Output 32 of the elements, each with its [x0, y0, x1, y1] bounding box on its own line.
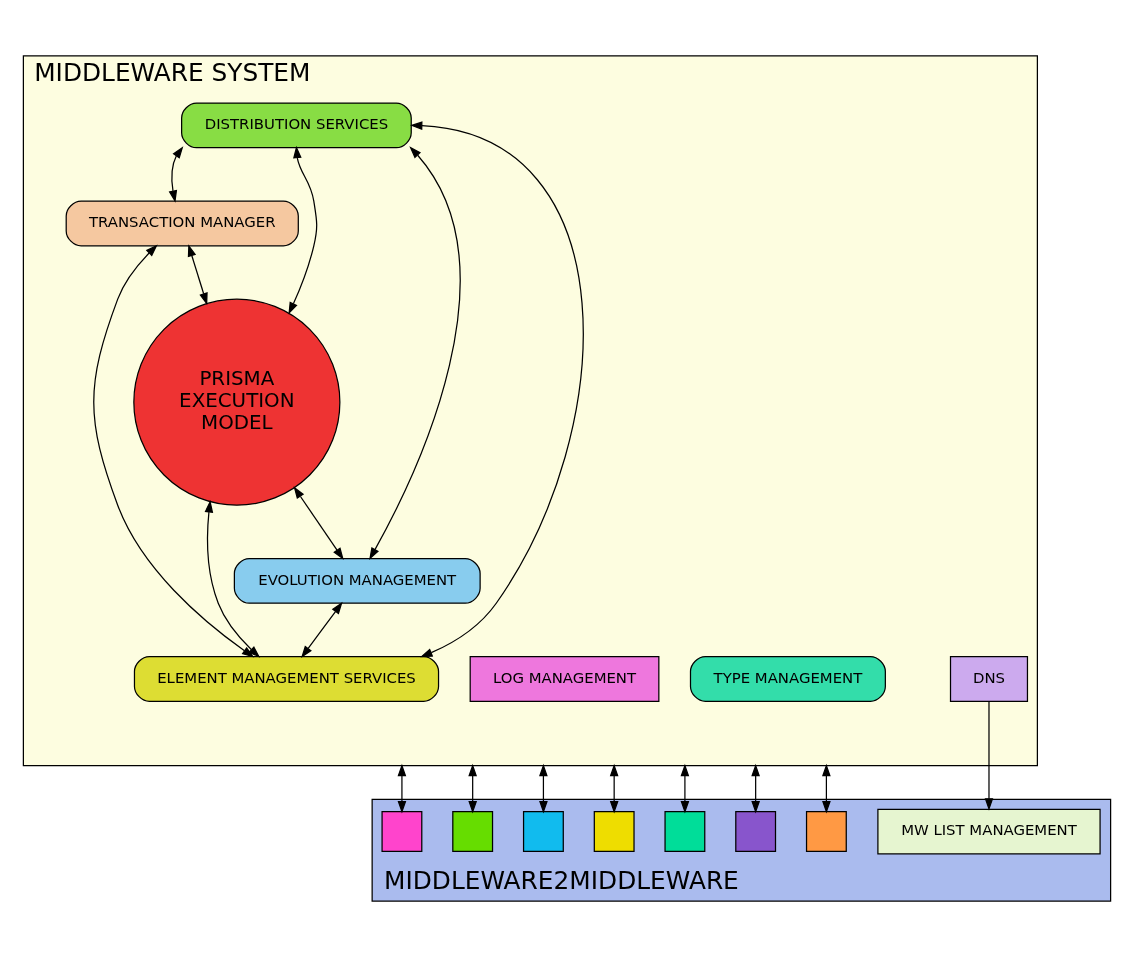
- arrow: [369, 145, 461, 560]
- node-box: [805, 810, 847, 852]
- arrow: [539, 763, 548, 813]
- arrow: [168, 145, 184, 203]
- arrow: [468, 763, 478, 813]
- node-box: EVOLUTION MANAGEMENT: [233, 557, 481, 604]
- node-box: LOG MANAGEMENT: [469, 655, 660, 702]
- node-box: [664, 810, 706, 852]
- node-box: [381, 810, 423, 852]
- arrow: [288, 145, 318, 315]
- node-box: TYPE MANAGEMENT: [689, 655, 886, 702]
- node-box: [522, 810, 564, 852]
- arrow: [301, 601, 343, 658]
- arrow: [680, 763, 690, 813]
- arrow: [93, 244, 255, 658]
- arrow: [410, 120, 584, 657]
- node-box: ELEMENT MANAGEMENT SERVICES: [133, 655, 440, 702]
- arrow: [822, 763, 831, 813]
- arrow: [293, 485, 344, 560]
- arrow: [397, 763, 407, 813]
- node-box: TRANSACTION MANAGER: [65, 200, 299, 246]
- node-box: [452, 810, 494, 852]
- arrow: [187, 243, 208, 305]
- node-box: DISTRIBUTION SERVICES: [181, 101, 412, 148]
- arrow: [984, 700, 994, 811]
- node-box: [593, 810, 635, 852]
- arrow: [751, 763, 760, 813]
- arrow: [609, 763, 619, 813]
- node-box: [735, 810, 777, 852]
- node-box: DNS: [949, 655, 1029, 702]
- node-box: MW LIST MANAGEMENT: [877, 808, 1101, 855]
- arrow: [204, 499, 261, 658]
